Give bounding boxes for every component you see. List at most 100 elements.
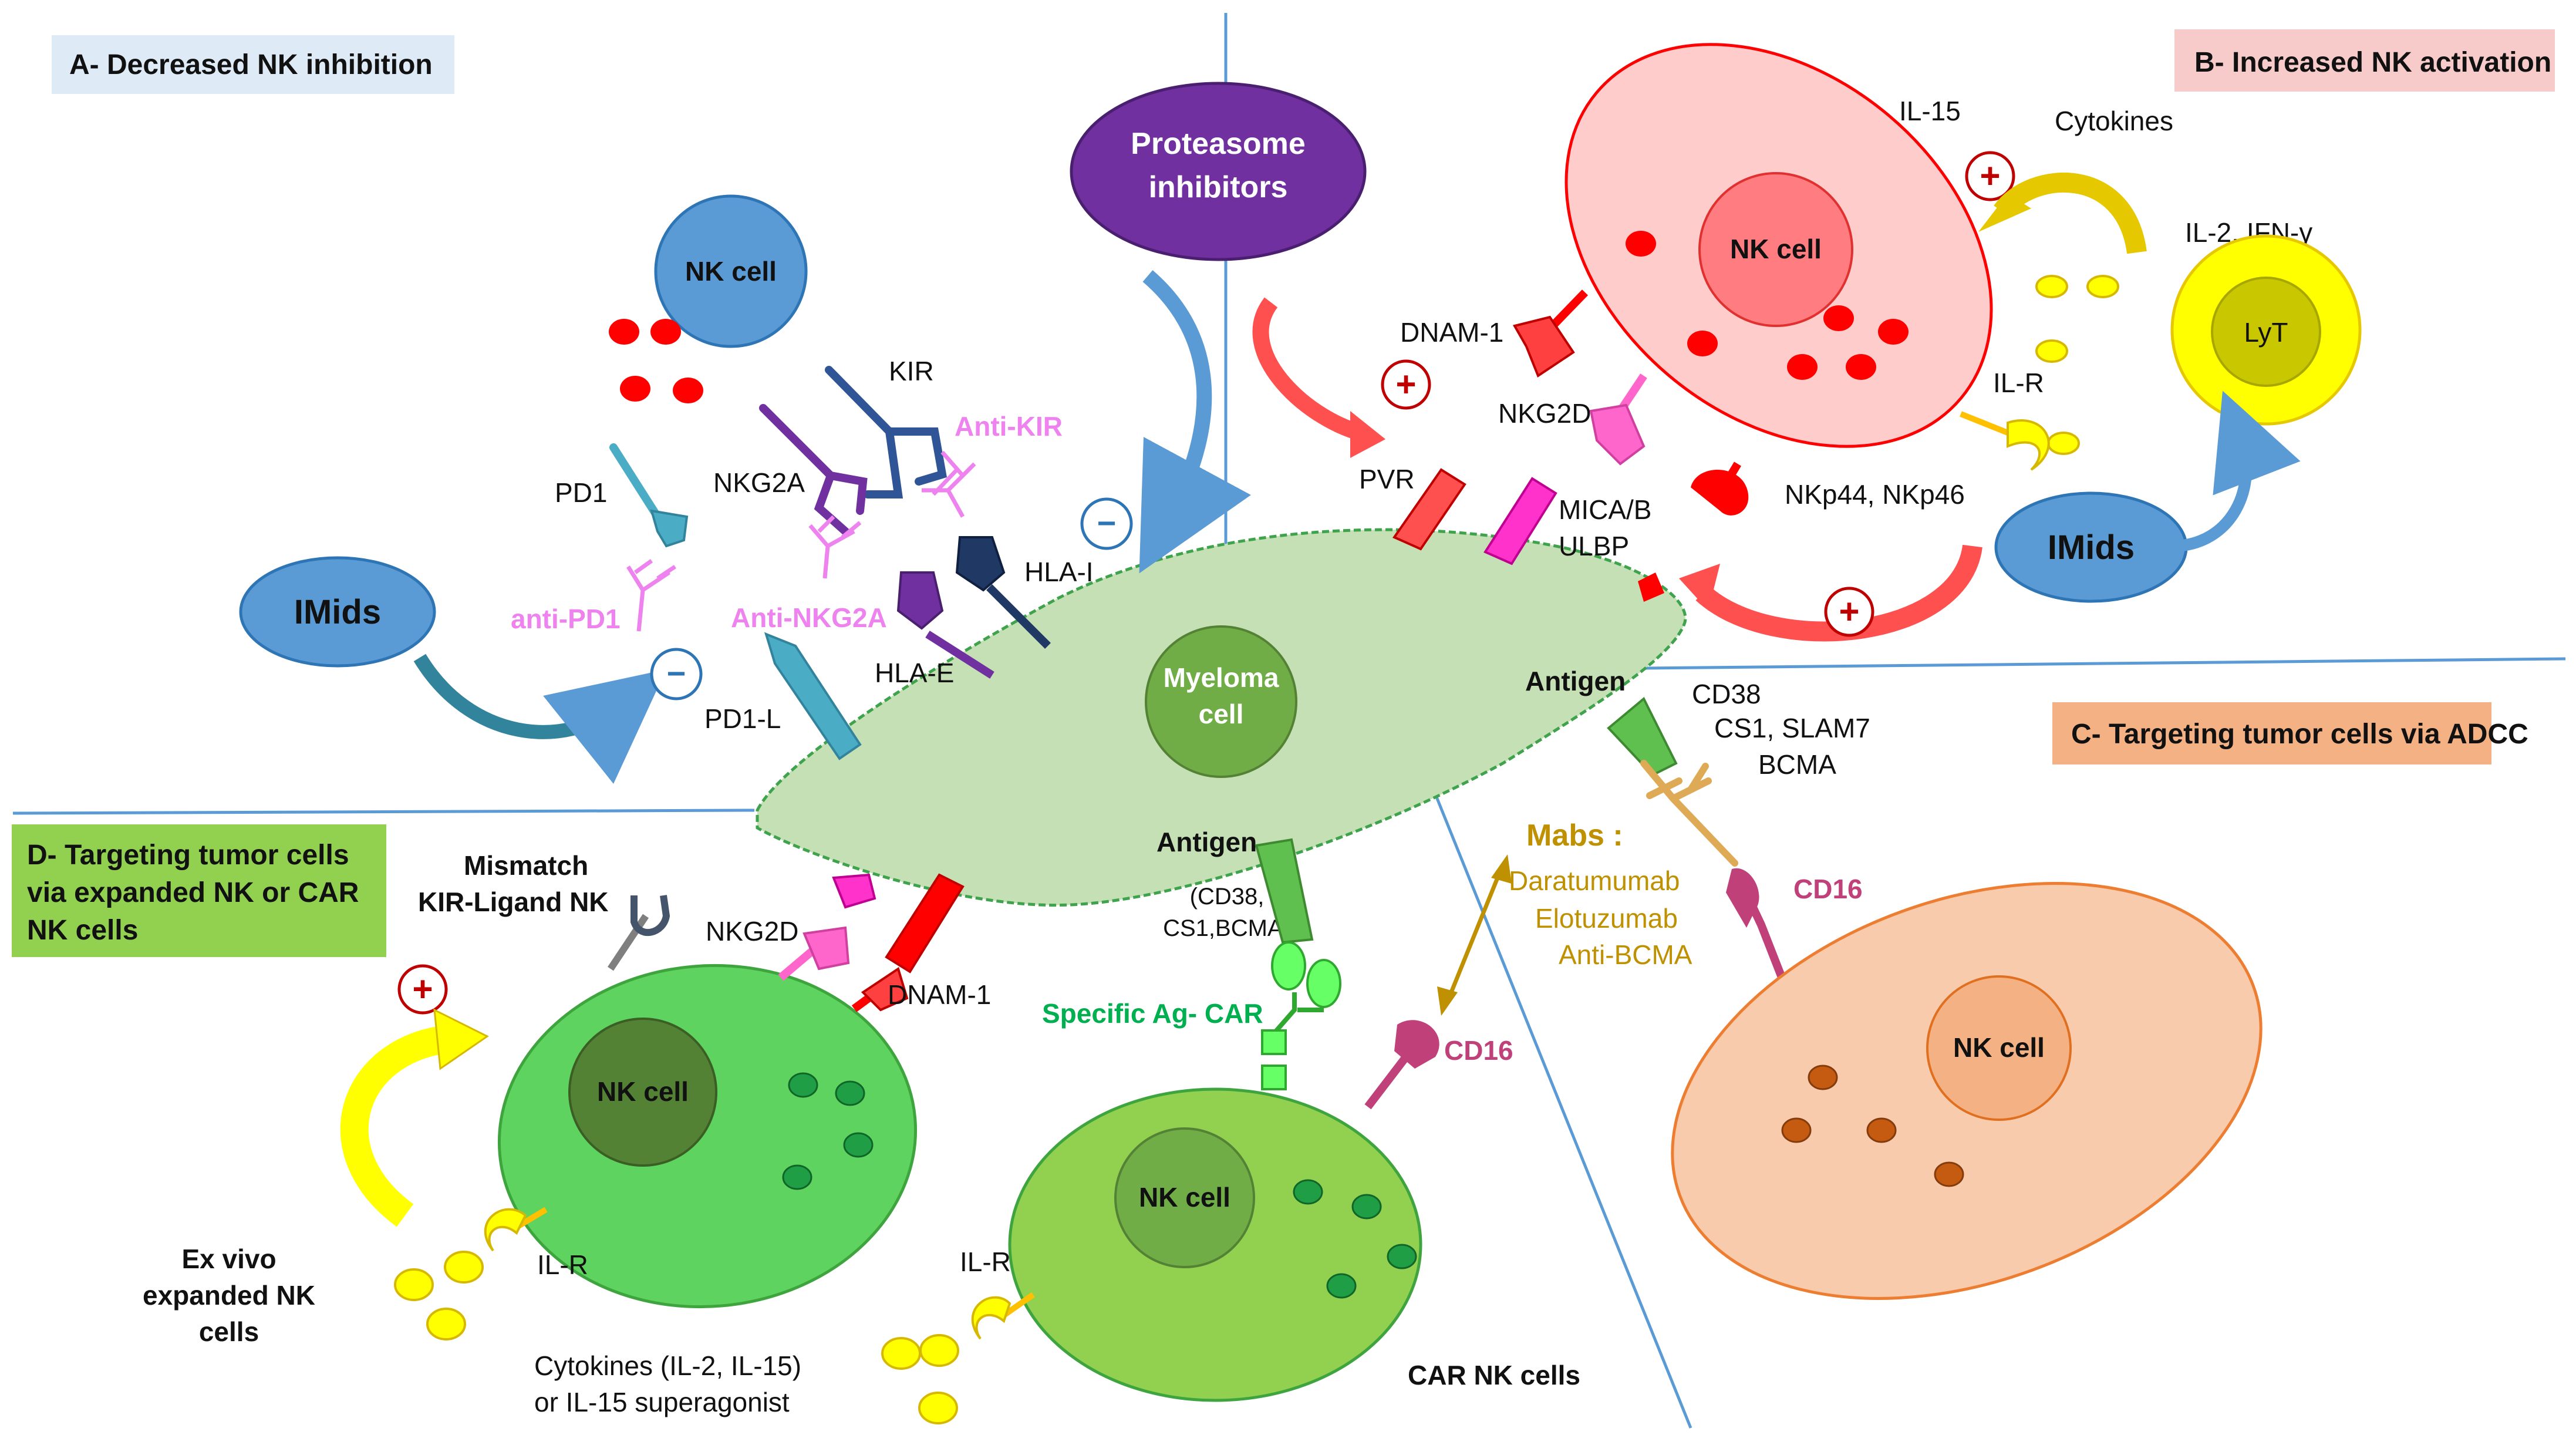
nk-cell-b: NK cell	[1565, 43, 1993, 448]
svg-text:NK cell: NK cell	[1953, 1032, 2045, 1063]
granules-car	[1293, 1179, 1417, 1299]
hla-e-label: HLA-E	[875, 658, 954, 688]
svg-text:via expanded NK or CAR: via expanded NK or CAR	[27, 877, 359, 908]
c-target-line2: CS1, SLAM7	[1714, 713, 1870, 743]
minus-proteasome: −	[1080, 497, 1133, 550]
pd1-label: PD1	[555, 477, 607, 508]
plus-arrow-left	[1252, 297, 1370, 443]
plus-arrow-left-head	[1350, 411, 1385, 458]
antigen-bottom-label: Antigen	[1156, 827, 1257, 857]
anti-nkg2a-label: Anti-NKG2A	[731, 602, 887, 633]
svg-text:LyT: LyT	[2244, 317, 2288, 348]
il-r-d-receptor	[484, 1207, 548, 1252]
plus-arrow-right-head	[1679, 564, 1720, 611]
myeloma-cell: Myeloma cell	[756, 528, 1687, 907]
mabs-label: Mabs :	[1526, 819, 1623, 853]
antigen-right-label: Antigen	[1525, 666, 1626, 696]
anti-pd1-label: anti-PD1	[511, 604, 621, 634]
section-a-title: A- Decreased NK inhibition	[52, 35, 454, 94]
cytokines-d-line1: Cytokines (IL-2, IL-15)	[534, 1350, 801, 1381]
kir-receptor	[825, 366, 947, 498]
pvr-label: PVR	[1359, 464, 1415, 494]
dnam1-d-receptor	[851, 873, 965, 1012]
cytokine-feedback-arrowhead	[1978, 194, 2031, 232]
svg-text:NK cell: NK cell	[1730, 234, 1822, 264]
mab-elotuzumab: Elotuzumab	[1535, 903, 1678, 934]
pvr-ligand	[1392, 468, 1466, 551]
pd1-receptor	[609, 443, 662, 521]
nk-cell-d: NK cell	[497, 964, 918, 1309]
svg-text:D- Targeting tumor cells: D- Targeting tumor cells	[27, 840, 349, 871]
svg-text:Proteasome: Proteasome	[1131, 127, 1306, 161]
svg-text:NK cell: NK cell	[685, 256, 777, 287]
pd1-head	[650, 509, 689, 548]
svg-text:−: −	[667, 655, 686, 692]
nkg2d-d-label: NKG2D	[706, 916, 798, 947]
cd16-car-label: CD16	[1444, 1035, 1513, 1066]
myeloma-nucleus	[1145, 625, 1297, 778]
il-r-b-label: IL-R	[1993, 368, 2044, 398]
exvivo-arrowhead	[433, 1008, 489, 1070]
granules-b	[1626, 231, 1909, 380]
c-target-line1: CD38	[1692, 679, 1761, 709]
cd16-c-label: CD16	[1793, 874, 1863, 904]
nkg2a-label: NKG2A	[713, 467, 805, 498]
c-target-line3: BCMA	[1758, 749, 1836, 780]
anti-kir-label: Anti-KIR	[955, 411, 1063, 442]
svg-text:IMids: IMids	[294, 593, 381, 631]
antigen-list-line2: CS1,BCMA)	[1163, 915, 1291, 941]
svg-text:cell: cell	[1199, 699, 1244, 729]
minus-imids-a: −	[650, 648, 703, 700]
exvivo-line3: cells	[199, 1316, 259, 1347]
exvivo-arrow	[340, 1025, 449, 1227]
dnam1-b-receptor	[1512, 289, 1589, 378]
nk-cell-a: NK cell	[654, 194, 808, 348]
specific-car-label: Specific Ag- CAR	[1042, 998, 1263, 1029]
nkg2a-receptor	[759, 404, 868, 535]
mab-daratumumab: Daratumumab	[1509, 865, 1680, 896]
nkp-label: NKp44, NKp46	[1785, 479, 1965, 510]
svg-text:+: +	[1395, 365, 1416, 404]
car-receptor	[1261, 941, 1341, 1126]
svg-text:inhibitors: inhibitors	[1149, 170, 1288, 204]
svg-text:C- Targeting tumor cells via A: C- Targeting tumor cells via ADCC	[2071, 719, 2528, 750]
svg-text:IMids: IMids	[2048, 528, 2135, 567]
svg-text:NK cell: NK cell	[1139, 1182, 1230, 1212]
imids-b-arrow	[2172, 390, 2301, 552]
hla-i-ligand	[955, 536, 1051, 649]
car-nk-cells-label: CAR NK cells	[1408, 1360, 1580, 1390]
car-nk-cell: NK cell	[1008, 1087, 1422, 1402]
exvivo-line2: expanded NK	[143, 1280, 315, 1311]
cytokine-feedback-arrow	[1994, 173, 2147, 254]
il-r-car-label: IL-R	[960, 1247, 1011, 1277]
exvivo-line1: Ex vivo	[181, 1244, 276, 1274]
nkg2d-b-receptor	[1589, 373, 1647, 466]
nk-cell-c: NK cell	[1671, 882, 2263, 1300]
mismatch-line1: Mismatch	[464, 850, 588, 881]
mismatch-line2: KIR-Ligand NK	[418, 887, 609, 917]
proteasome-arrow	[1139, 270, 1251, 574]
cytokines-d-line2: or IL-15 superagonist	[534, 1387, 790, 1417]
antigen-bottom-shape	[1255, 838, 1314, 944]
hla-i-label: HLA-I	[1024, 557, 1094, 587]
granules-a	[609, 319, 703, 403]
section-d-title: D- Targeting tumor cells via expanded NK…	[12, 824, 386, 957]
mica-label-line1: MICA/B	[1559, 494, 1651, 525]
cd16-c-receptor	[1726, 868, 1792, 994]
il-r-d-left-label: IL-R	[537, 1249, 588, 1280]
il-r-car-receptor	[971, 1292, 1035, 1340]
lyt-cell: LyT	[2170, 234, 2362, 426]
svg-text:−: −	[1097, 504, 1117, 541]
svg-text:B- Increased NK activation: B- Increased NK activation	[2194, 47, 2551, 78]
svg-text:+: +	[1839, 592, 1859, 631]
hla-e-ligand	[896, 571, 994, 679]
pd1-l-label: PD1-L	[704, 703, 781, 734]
nkg2d-b-label: NKG2D	[1498, 398, 1591, 429]
cytokines-b	[2035, 275, 2119, 455]
dnam1-b-label: DNAM-1	[1400, 317, 1503, 348]
plus-il15: +	[1965, 151, 2015, 201]
plus-exvivo: +	[397, 964, 448, 1015]
cytokines-d	[394, 1251, 959, 1424]
